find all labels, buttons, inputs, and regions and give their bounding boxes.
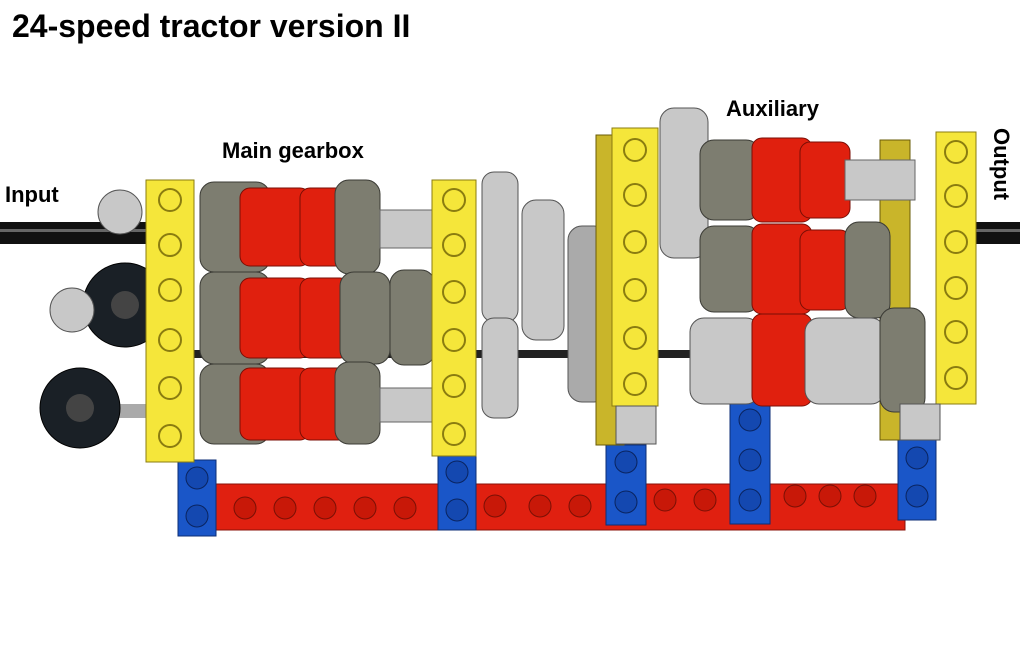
input-wheels xyxy=(39,189,168,449)
main-gearbox-shafts xyxy=(199,179,441,445)
auxiliary-shafts xyxy=(659,107,926,413)
base-frame xyxy=(177,399,937,537)
auxiliary-beam-left xyxy=(611,127,659,445)
auxiliary-label: Auxiliary xyxy=(726,96,819,121)
intermediate-gears xyxy=(481,171,609,419)
main-frame-beam-middle xyxy=(431,179,477,457)
main-gearbox-label: Main gearbox xyxy=(222,138,364,163)
input-label: Input xyxy=(5,182,59,207)
main-frame-beam-left xyxy=(145,179,195,463)
auxiliary-beam-right xyxy=(899,131,977,441)
diagram-title: 24-speed tractor version II xyxy=(12,8,411,44)
output-label: Output xyxy=(989,128,1014,201)
